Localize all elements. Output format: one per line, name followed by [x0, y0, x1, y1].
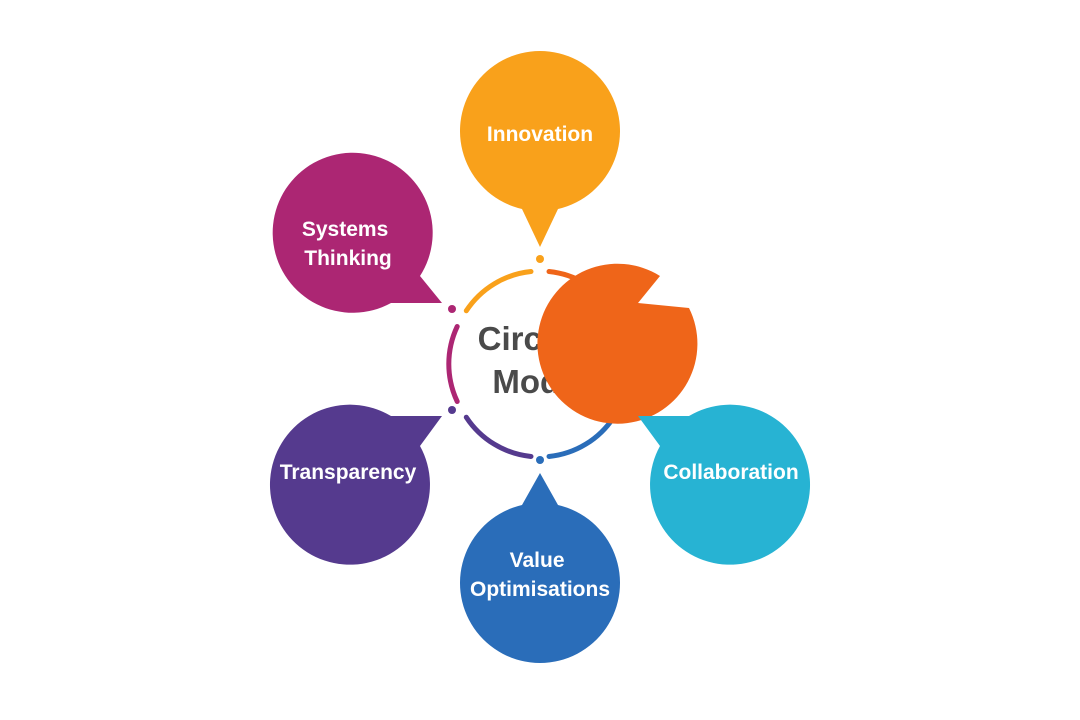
ring-dot-upper-left: [448, 305, 456, 313]
ring-dot-lower-left: [448, 406, 456, 414]
ring-arc-purple: [463, 414, 534, 459]
ring-arc-orange: [463, 269, 534, 314]
node-innovation: Innovation: [460, 51, 620, 247]
label-innovation: Innovation: [487, 123, 593, 146]
ring-arc-magenta: [446, 324, 460, 404]
label-transparency-line1: Transparency: [280, 461, 417, 484]
label-systems-thinking-line1: Systems: [302, 218, 388, 241]
ring-dot-top: [536, 255, 544, 263]
node-systems-thinking: Systems Thinking: [272, 152, 442, 313]
bubble-transparency: [269, 404, 442, 565]
bubble-innovation: [460, 51, 620, 247]
node-transparency: Transparency: [269, 404, 442, 565]
label-stewardship: Stewardship: [669, 233, 794, 256]
node-stewardship: Stewardship: [537, 233, 793, 424]
label-collaboration-line1: Collaboration: [663, 461, 798, 484]
label-value-optimisations: Value Optimisations: [470, 549, 610, 601]
bubble-value-optimisations: [460, 473, 620, 663]
ring-dot-bottom: [536, 456, 544, 464]
node-collaboration: Collaboration: [638, 404, 811, 565]
bubble-systems-thinking: [272, 152, 442, 313]
label-systems-thinking-line2: Thinking: [304, 247, 392, 270]
label-systems-thinking: Systems Thinking: [302, 218, 394, 270]
bubble-stewardship: [537, 263, 698, 424]
label-stewardship-line1: Stewardship: [669, 233, 794, 256]
label-transparency: Transparency: [280, 461, 417, 484]
node-value-optimisations: Value Optimisations: [460, 473, 620, 663]
label-value-optimisations-line1: Value: [510, 549, 565, 572]
label-collaboration: Collaboration: [663, 461, 798, 484]
bubble-collaboration: [638, 404, 811, 565]
ring-arc-blue: [546, 414, 617, 459]
label-value-optimisations-line2: Optimisations: [470, 578, 610, 601]
label-innovation-line1: Innovation: [487, 123, 593, 146]
